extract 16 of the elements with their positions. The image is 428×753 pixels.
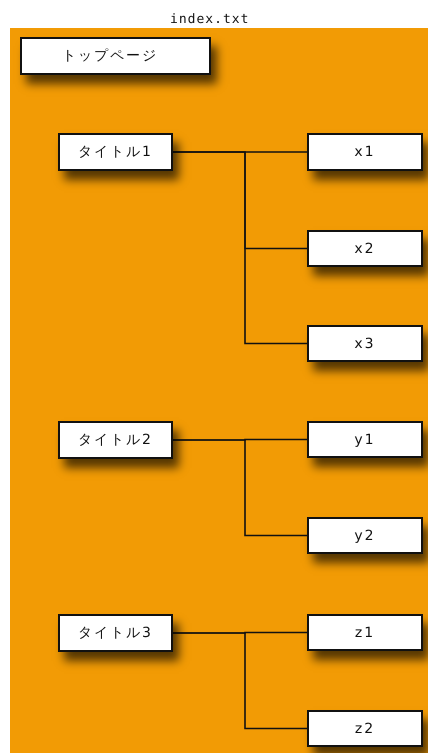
title-box: y1 bbox=[307, 421, 423, 458]
connector-line bbox=[173, 151, 307, 344]
panel bbox=[10, 12, 428, 753]
title-box: x1 bbox=[307, 133, 423, 171]
panel-title: index.txt bbox=[170, 12, 250, 27]
title-box: タイトル3 bbox=[58, 614, 173, 652]
title-box: タイトル1 bbox=[58, 133, 173, 171]
title-box: x3 bbox=[307, 325, 423, 362]
title-box: x2 bbox=[307, 230, 423, 267]
connector-line bbox=[173, 632, 307, 730]
title-box: y2 bbox=[307, 517, 423, 554]
title-box: タイトル2 bbox=[58, 421, 173, 459]
page-box: トップページ bbox=[20, 37, 211, 75]
title-box: z1 bbox=[307, 614, 423, 651]
connector-line bbox=[173, 439, 307, 536]
title-box: z2 bbox=[307, 710, 423, 747]
